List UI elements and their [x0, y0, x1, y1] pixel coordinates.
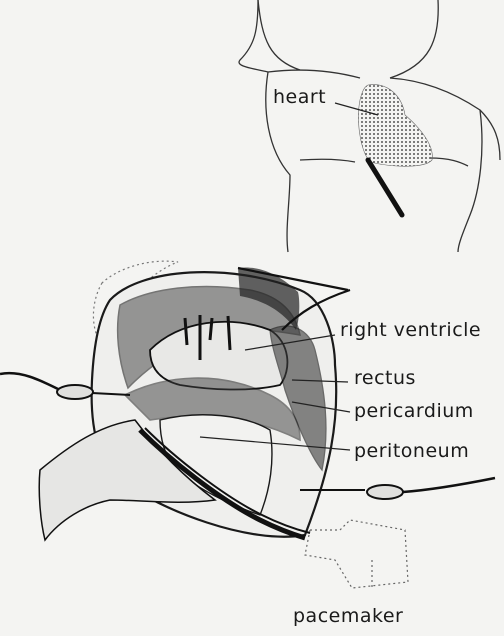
pacemaker-label: pacemaker	[293, 607, 403, 626]
heart-shape	[358, 85, 432, 167]
surgical-field	[39, 261, 350, 540]
right-ventricle-label: right ventricle	[340, 321, 481, 340]
right-retractor	[300, 478, 495, 499]
inset-lead	[368, 160, 402, 215]
heart-label: heart	[273, 88, 326, 107]
rectus-label: rectus	[354, 369, 416, 388]
peritoneum-label: peritoneum	[354, 442, 469, 461]
pacemaker-device	[305, 520, 408, 590]
pericardium-label: pericardium	[354, 402, 474, 421]
